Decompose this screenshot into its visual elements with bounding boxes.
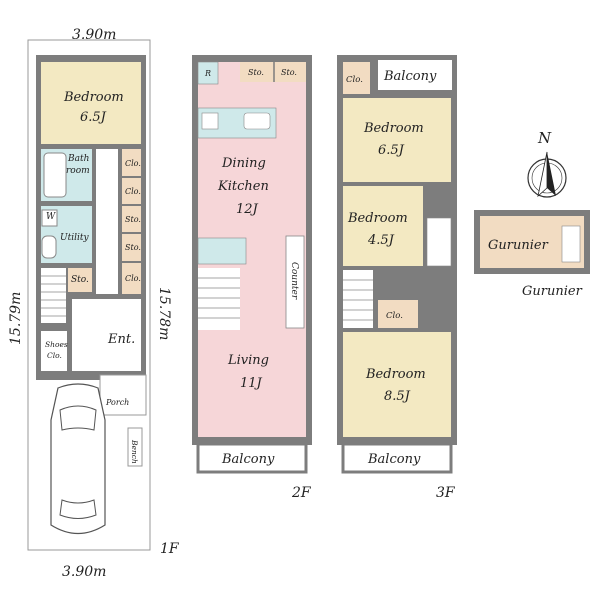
bed3-size: 8.5J xyxy=(384,389,411,404)
floor2-washroom xyxy=(197,237,247,265)
washer-label: W xyxy=(46,212,56,222)
floor3-mid-closet xyxy=(378,300,418,328)
bed2-name: Bedroom xyxy=(347,211,408,226)
living-size: 11J xyxy=(240,376,263,391)
bench-label: Bench xyxy=(130,439,139,464)
floor3-bedroom-8-5 xyxy=(343,332,451,437)
clo-label-1: Clo. xyxy=(125,159,141,168)
floor-2: R Sto. Sto. Dining Kitchen 12J Counter L… xyxy=(192,55,312,501)
bed1-name: Bedroom xyxy=(363,121,424,136)
floor2-storage xyxy=(240,62,306,82)
floor1-dim-left: 15.79m xyxy=(8,292,24,345)
compass-north: N xyxy=(537,129,552,147)
shoes-label-2: Clo. xyxy=(47,351,62,360)
storage-column xyxy=(122,149,141,294)
shoes-label-1: Shoes xyxy=(45,340,68,349)
dk-label-2: Kitchen xyxy=(217,179,269,194)
floor1-dim-right: 15.78m xyxy=(156,287,172,340)
porch-label: Porch xyxy=(105,398,129,407)
floor3-bottom-balcony-label: Balcony xyxy=(367,452,421,467)
living-label: Living xyxy=(227,353,269,368)
floor-3: Clo. Balcony Bedroom 6.5J Bedroom 4.5J C… xyxy=(337,55,457,501)
toilet xyxy=(41,235,57,259)
floor2-sto-label-2: Sto. xyxy=(281,68,297,77)
floor1-sto xyxy=(68,268,92,292)
gurunier-caption: Gurunier xyxy=(522,284,583,299)
floor3-bedroom-6-5 xyxy=(343,98,451,182)
utility-label: Utility xyxy=(60,233,89,243)
floor3-top-closet xyxy=(343,62,370,94)
floor3-bedroom-4-5 xyxy=(343,186,423,266)
counter xyxy=(285,235,305,329)
fridge-label: R xyxy=(204,69,211,78)
refrigerator xyxy=(197,61,219,85)
floor3-side-closet xyxy=(426,217,452,267)
dk-size: 12J xyxy=(236,202,259,217)
floor2-sto-label-1: Sto. xyxy=(248,68,264,77)
floor1-stairs xyxy=(41,268,66,323)
floor2-balcony-label: Balcony xyxy=(221,452,275,467)
floor1-hallway xyxy=(96,149,118,294)
bed3-name: Bedroom xyxy=(365,367,426,382)
floor3-stairs xyxy=(343,270,373,328)
floor3-top-closet-label: Clo. xyxy=(346,75,363,85)
gurunier: Gurunier Gurunier xyxy=(474,210,590,299)
floor1-bedroom-name: Bedroom xyxy=(63,90,124,105)
bathtub xyxy=(43,152,67,198)
floor3-top-balcony-label: Balcony xyxy=(383,69,437,84)
stove-icon xyxy=(201,112,219,130)
floor3-bottom-balcony xyxy=(341,442,453,474)
floor1-bedroom-size: 6.5J xyxy=(80,110,107,125)
floor3-mid-closet-label: Clo. xyxy=(386,311,403,321)
sink-icon xyxy=(243,112,271,130)
clo-label-3: Clo. xyxy=(125,274,141,283)
bed1-size: 6.5J xyxy=(378,143,405,158)
clo-label-2: Clo. xyxy=(125,187,141,196)
compass-icon: N xyxy=(527,129,567,198)
lot-outline xyxy=(27,39,151,551)
entrance-label: Ent. xyxy=(107,332,135,347)
gurunier-hatch xyxy=(561,225,581,263)
counter-label: Counter xyxy=(289,262,299,300)
floor3-top-balcony xyxy=(378,60,452,90)
entrance xyxy=(72,299,141,371)
floor2-balcony xyxy=(196,442,308,474)
dk-label-1: Dining xyxy=(221,156,266,171)
porch xyxy=(99,374,147,416)
floor-1: 3.90m 3.90m 15.79m 15.78m 1F Bedroom 6.5… xyxy=(8,27,180,580)
car-icon xyxy=(50,383,106,535)
floor3-label: 3F xyxy=(436,485,456,501)
bed2-size: 4.5J xyxy=(367,233,395,248)
floor2-stairs xyxy=(198,268,240,330)
floor2-label: 2F xyxy=(291,485,312,501)
floor1-label: 1F xyxy=(160,541,180,557)
shoes-closet xyxy=(41,331,67,371)
floor1-dim-top: 3.90m xyxy=(72,27,116,43)
floor1-sto-label: Sto. xyxy=(71,275,89,285)
floor1-bedroom xyxy=(41,62,141,144)
bath-label-2: room xyxy=(66,166,90,176)
bench xyxy=(127,427,143,467)
gurunier-room-label: Gurunier xyxy=(488,238,549,253)
floor1-dim-bottom: 3.90m xyxy=(62,564,106,580)
sto-label-2: Sto. xyxy=(125,243,141,252)
sto-label-1: Sto. xyxy=(125,215,141,224)
bath-label-1: Bath xyxy=(67,154,89,164)
washer xyxy=(41,209,58,227)
